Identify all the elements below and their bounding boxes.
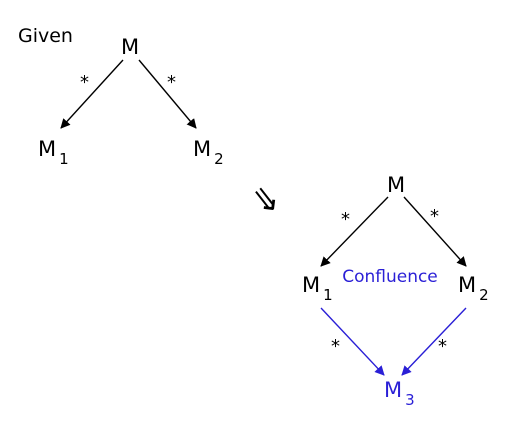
given-edge-right-label: * [167, 72, 176, 93]
result-bottom-sub: 3 [405, 391, 415, 409]
result-top-node: M [387, 173, 405, 197]
result-edge-top-left-label: * [341, 209, 350, 230]
given-edge-left [60, 59, 124, 129]
result-edge-bottom-left-label: * [331, 336, 340, 357]
result-edge-bottom-right-label: * [438, 336, 447, 357]
result-edge-top-right-label: * [430, 206, 439, 227]
given-edge-left-label: * [80, 72, 89, 93]
result-edge-bottom-left [320, 307, 385, 376]
given-right-sub: 2 [214, 150, 224, 168]
result-left-sub: 1 [323, 286, 333, 304]
implies-arrow: ⇓ [243, 176, 290, 225]
confluence-label: Confluence [342, 267, 438, 287]
given-edge-right [138, 59, 197, 129]
given-left-sub: 1 [59, 150, 69, 168]
result-edge-top-right [403, 196, 467, 267]
given-top-node: M [121, 35, 139, 59]
given-caption: Given [18, 25, 73, 47]
result-right-sub: 2 [479, 286, 489, 304]
result-edge-top-left [320, 196, 389, 267]
result-edge-bottom-right [401, 307, 467, 376]
